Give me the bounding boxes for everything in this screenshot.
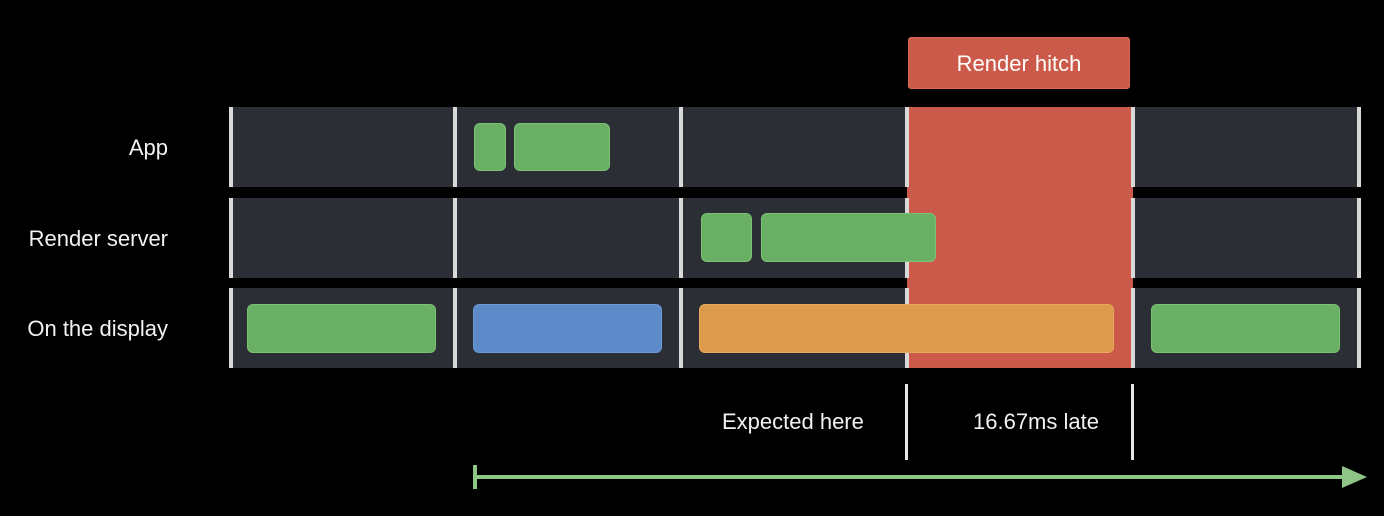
- render-server-work-block: [701, 213, 752, 262]
- frame-divider: [453, 107, 457, 187]
- frame-divider: [1131, 107, 1135, 187]
- lane-label-on-the-display: On the display: [27, 316, 168, 341]
- display-frame-blue: [473, 304, 662, 353]
- frame-divider: [453, 288, 457, 368]
- display-frame-orange: [699, 304, 1114, 353]
- app-work-block: [514, 123, 610, 171]
- frame-divider: [1131, 288, 1135, 368]
- frame-divider: [229, 107, 233, 187]
- render-server-work-block: [761, 213, 936, 262]
- timeline-arrow: [473, 465, 1367, 489]
- display-frame-green: [247, 304, 436, 353]
- app-work-block: [474, 123, 506, 171]
- frame-divider: [1357, 198, 1361, 278]
- frame-divider: [679, 198, 683, 278]
- late-duration-annotation: 16.67ms late: [973, 409, 1099, 434]
- lane-app: [229, 107, 1361, 187]
- frame-divider: [229, 198, 233, 278]
- frame-divider: [229, 288, 233, 368]
- frame-divider: [905, 107, 909, 187]
- frame-divider: [453, 198, 457, 278]
- lane-label-render-server: Render server: [28, 226, 168, 251]
- frame-divider: [679, 288, 683, 368]
- render-hitch-badge: Render hitch: [908, 37, 1130, 89]
- frame-divider: [1357, 107, 1361, 187]
- frame-divider: [1131, 198, 1135, 278]
- timeline-arrow-head: [1342, 466, 1367, 488]
- lane-label-app: App: [128, 135, 168, 160]
- frame-divider: [679, 107, 683, 187]
- late-marker-line: [1131, 384, 1134, 460]
- frame-divider: [1357, 288, 1361, 368]
- expected-here-annotation: Expected here: [722, 409, 864, 434]
- display-frame-green: [1151, 304, 1340, 353]
- expected-marker-line: [905, 384, 908, 460]
